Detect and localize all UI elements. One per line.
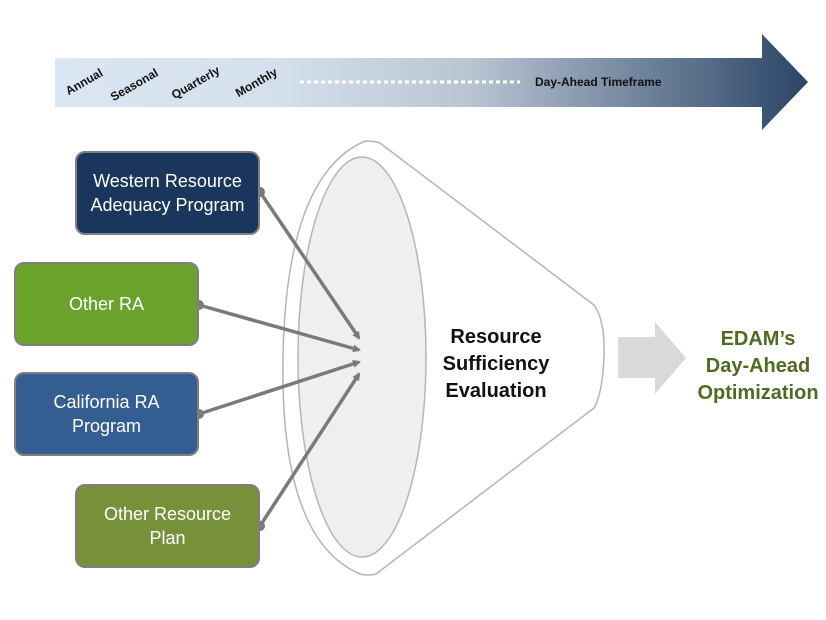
timeline-arrow [55,34,808,130]
connector-arrow-other-plan [258,372,361,527]
input-box-western-ra: Western Resource Adequacy Program [75,151,260,235]
input-label: Other RA [68,294,145,314]
connector-arrow-wrap [258,191,361,340]
output-label: EDAM’s Day-Ahead Optimization [697,328,819,404]
input-box-california-ra: California RA Program [14,372,199,456]
funnel-opening [297,156,427,558]
connector-arrows [198,191,361,527]
input-label: California RA Program [53,392,160,436]
input-box-other-resource-plan: Other Resource Plan [75,484,260,568]
connector-dots [194,187,265,531]
output-arrow [618,322,686,394]
input-label: Western Resource Adequacy Program [90,171,245,215]
funnel-label: Resource Sufficiency Evaluation [442,326,550,402]
connector-arrow-other-ra [198,303,361,353]
timeline-end-label: Day-Ahead Timeframe [535,75,662,89]
input-label: Other Resource Plan [103,504,232,548]
connector-arrow-california-ra [198,360,361,416]
input-box-other-ra: Other RA [14,262,199,346]
